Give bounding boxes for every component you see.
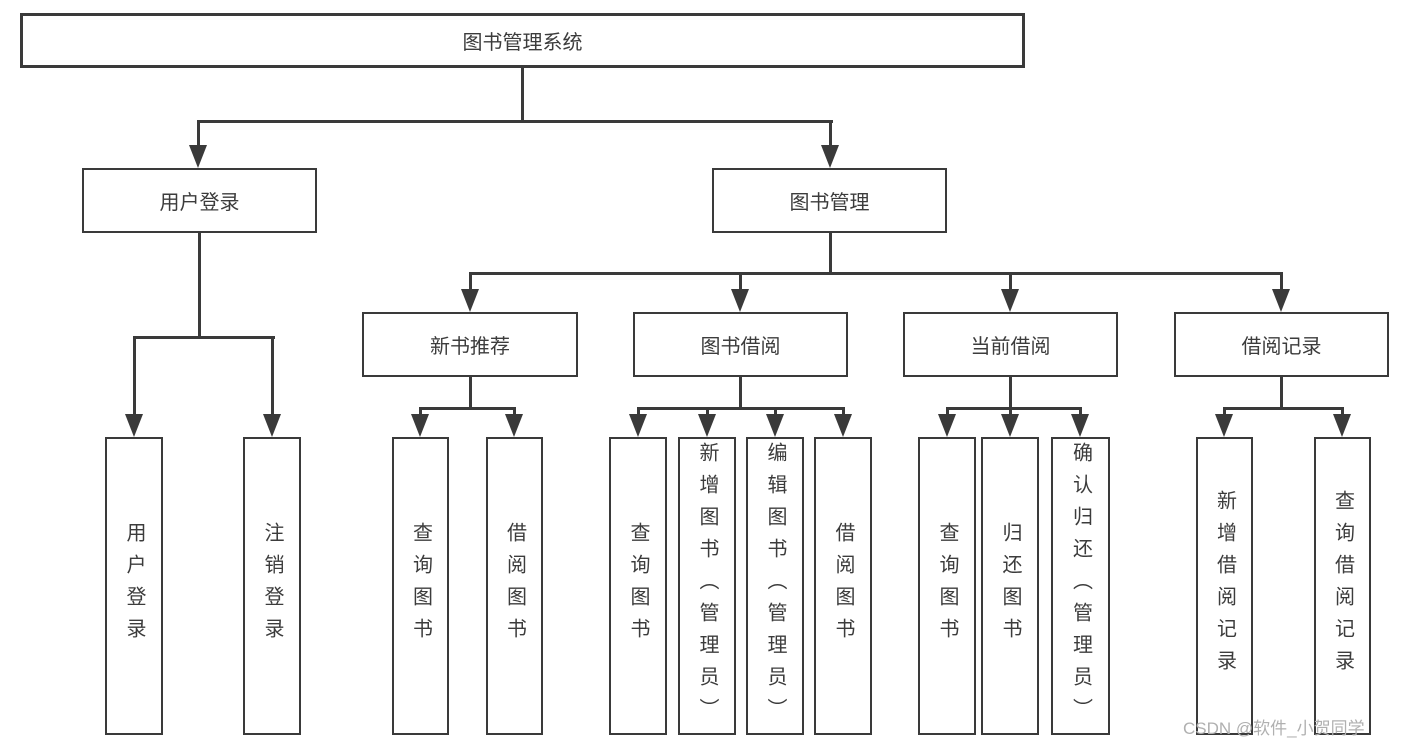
node-library-management-system: 图书管理系统 xyxy=(20,13,1025,68)
leaf-confirm-return-admin: 确认归还（管理员） xyxy=(1051,437,1110,735)
arrowhead-down-icon xyxy=(731,289,749,312)
leaf-label: 查询图书 xyxy=(936,522,958,650)
connector-horizontal xyxy=(133,336,275,339)
arrowhead-down-icon xyxy=(263,414,281,437)
arrowhead-down-icon xyxy=(821,145,839,168)
leaf-label: 借阅图书 xyxy=(832,522,854,650)
leaf-query-books-recommend: 查询图书 xyxy=(392,437,449,735)
leaf-label: 归还图书 xyxy=(999,522,1021,650)
connector-vertical xyxy=(829,231,832,272)
leaf-add-books-admin: 新增图书（管理员） xyxy=(678,437,736,735)
connector-vertical xyxy=(271,336,274,416)
node-label: 当前借阅 xyxy=(970,336,1051,358)
connector-vertical xyxy=(1280,272,1283,292)
arrowhead-down-icon xyxy=(125,414,143,437)
connector-vertical xyxy=(469,272,472,292)
connector-vertical xyxy=(1009,407,1012,419)
leaf-user-login: 用户登录 xyxy=(105,437,163,735)
arrowhead-down-icon xyxy=(505,414,523,437)
leaf-label: 借阅图书 xyxy=(503,522,526,650)
leaf-query-borrow-record: 查询借阅记录 xyxy=(1314,437,1371,735)
node-label: 借阅记录 xyxy=(1241,336,1322,358)
arrowhead-down-icon xyxy=(1071,414,1089,437)
connector-vertical xyxy=(469,375,472,410)
connector-vertical xyxy=(198,231,201,336)
connector-vertical xyxy=(637,407,640,419)
connector-vertical xyxy=(1079,407,1082,419)
leaf-query-books-borrow: 查询图书 xyxy=(609,437,667,735)
connector-vertical xyxy=(133,336,136,416)
leaf-label: 确认归还（管理员） xyxy=(1069,442,1092,730)
leaf-label: 编辑图书（管理员） xyxy=(764,442,786,730)
connector-horizontal xyxy=(1223,407,1344,410)
node-label: 新书推荐 xyxy=(430,336,510,358)
leaf-label: 新增借阅记录 xyxy=(1213,490,1236,682)
connector-vertical xyxy=(739,375,742,410)
connector-horizontal xyxy=(197,120,833,123)
node-label: 图书管理系统 xyxy=(462,32,583,54)
node-borrowing-records: 借阅记录 xyxy=(1174,312,1389,377)
leaf-label: 查询图书 xyxy=(627,522,649,650)
connector-vertical xyxy=(739,272,742,292)
connector-vertical xyxy=(1009,375,1012,410)
connector-horizontal xyxy=(419,407,516,410)
connector-vertical xyxy=(1341,407,1344,419)
connector-vertical xyxy=(946,407,949,419)
node-label: 用户登录 xyxy=(159,192,240,214)
arrowhead-down-icon xyxy=(938,414,956,437)
connector-horizontal xyxy=(637,407,845,410)
connector-vertical xyxy=(419,407,422,419)
leaf-query-books-current: 查询图书 xyxy=(918,437,976,735)
connector-vertical xyxy=(829,120,832,148)
arrowhead-down-icon xyxy=(1272,289,1290,312)
connector-vertical xyxy=(1009,272,1012,292)
leaf-borrow-books-recommend: 借阅图书 xyxy=(486,437,543,735)
node-new-book-recommendation: 新书推荐 xyxy=(362,312,578,377)
connector-vertical xyxy=(706,407,709,419)
watermark: CSDN @软件_小贺同学 xyxy=(1183,719,1365,738)
connector-vertical xyxy=(521,66,524,120)
arrowhead-down-icon xyxy=(411,414,429,437)
leaf-label: 用户登录 xyxy=(123,522,145,650)
connector-vertical xyxy=(513,407,516,419)
connector-horizontal xyxy=(469,272,1282,275)
arrowhead-down-icon xyxy=(698,414,716,437)
arrowhead-down-icon xyxy=(1333,414,1351,437)
leaf-return-books: 归还图书 xyxy=(981,437,1039,735)
arrowhead-down-icon xyxy=(834,414,852,437)
node-current-borrowing: 当前借阅 xyxy=(903,312,1118,377)
connector-vertical xyxy=(842,407,845,419)
arrowhead-down-icon xyxy=(461,289,479,312)
arrowhead-down-icon xyxy=(766,414,784,437)
node-label: 图书借阅 xyxy=(700,336,781,358)
leaf-logout: 注销登录 xyxy=(243,437,301,735)
leaf-add-borrow-record: 新增借阅记录 xyxy=(1196,437,1253,735)
node-book-borrowing: 图书借阅 xyxy=(633,312,848,377)
connector-vertical xyxy=(197,120,200,148)
arrowhead-down-icon xyxy=(1001,414,1019,437)
arrowhead-down-icon xyxy=(629,414,647,437)
leaf-label: 查询借阅记录 xyxy=(1331,490,1354,682)
arrowhead-down-icon xyxy=(1001,289,1019,312)
node-book-management: 图书管理 xyxy=(712,168,947,233)
node-user-login: 用户登录 xyxy=(82,168,317,233)
leaf-label: 查询图书 xyxy=(409,522,432,650)
leaf-label: 注销登录 xyxy=(261,522,283,650)
connector-vertical xyxy=(1223,407,1226,419)
connector-vertical xyxy=(1280,375,1283,410)
arrowhead-down-icon xyxy=(189,145,207,168)
leaf-edit-books-admin: 编辑图书（管理员） xyxy=(746,437,804,735)
leaf-borrow-books: 借阅图书 xyxy=(814,437,872,735)
leaf-label: 新增图书（管理员） xyxy=(696,442,718,730)
connector-horizontal xyxy=(946,407,1082,410)
arrowhead-down-icon xyxy=(1215,414,1233,437)
connector-vertical xyxy=(774,407,777,419)
node-label: 图书管理 xyxy=(789,192,870,214)
